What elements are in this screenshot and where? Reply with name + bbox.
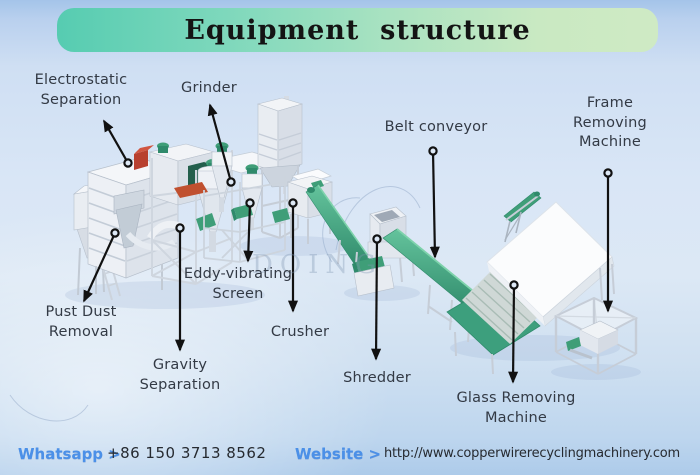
leader-glass-removing-machine: [508, 284, 519, 384]
label-belt-conveyor: Belt conveyor: [384, 119, 488, 135]
page-title: Equipment structure: [184, 14, 531, 46]
label-shredder: Shredder: [343, 370, 411, 386]
machine-glass-removing: [446, 201, 615, 375]
machine-frame-removing: [553, 296, 639, 375]
machine-grinder: [203, 142, 290, 263]
whatsapp-label: Whatsapp >: [18, 445, 121, 463]
leader-shredder: [371, 238, 382, 361]
label-glass-removing-machine: Glass Removing Machine: [456, 390, 576, 426]
leader-eddy-vibrating-screen: [243, 202, 254, 263]
leader-grinder: [207, 103, 233, 183]
leader-electrostatic-separation: [103, 119, 129, 164]
leader-dust-removal: [82, 232, 117, 303]
label-dust-removal: Pust Dust Removal: [45, 304, 117, 340]
label-gravity-separation: Gravity Separation: [139, 357, 221, 393]
machine-shredder: [352, 206, 415, 297]
website-url: http://www.copperwirerecyclingmachinery.…: [384, 445, 681, 461]
label-grinder: Grinder: [181, 80, 237, 96]
leader-anchor-dots: [110, 146, 613, 290]
label-electrostatic-separation: Electrostatic Separation: [34, 72, 128, 108]
website-label: Website >: [295, 445, 382, 463]
label-crusher: Crusher: [270, 324, 330, 340]
title-banner: Equipment structure: [57, 8, 658, 52]
doing-watermark: DOING: [252, 250, 383, 280]
contact-footer: Whatsapp > +86 150 3713 8562 Website > h…: [0, 441, 700, 471]
label-frame-removing-machine: Frame Removing Machine: [573, 95, 647, 151]
leader-lines: [82, 103, 614, 384]
leader-belt-conveyor: [429, 150, 440, 259]
belt-conveyor-small: [503, 191, 542, 243]
whatsapp-number: +86 150 3713 8562: [107, 444, 267, 462]
label-eddy-vibrating-screen: Eddy-vibrating Screen: [183, 266, 293, 302]
